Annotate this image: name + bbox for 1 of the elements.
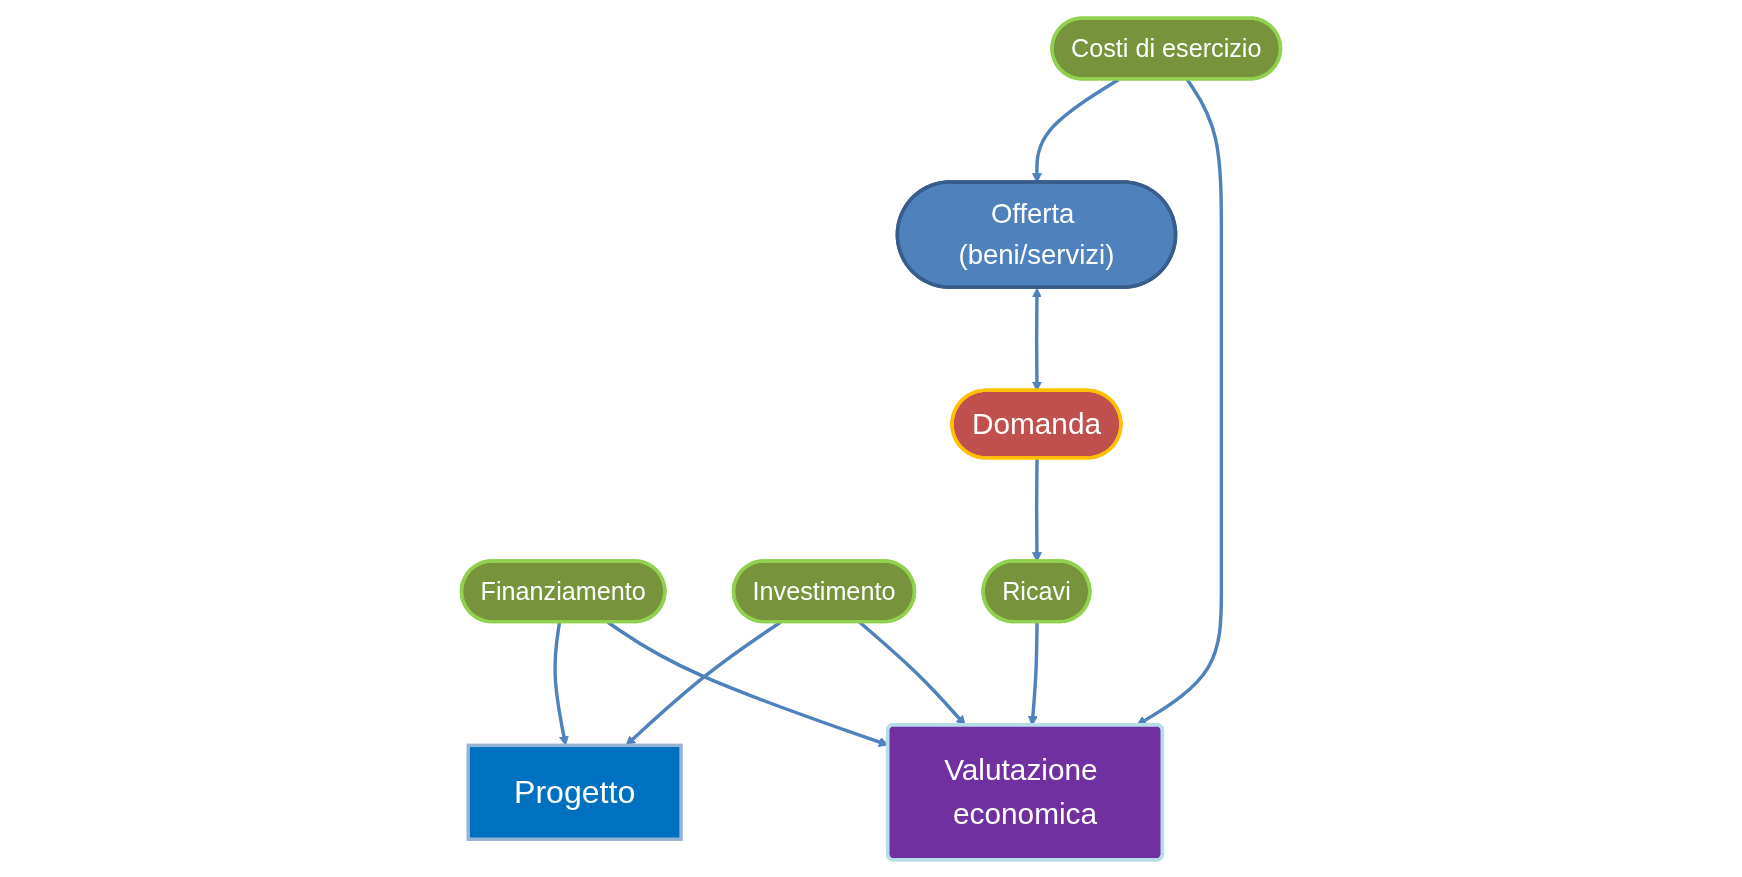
node-box: Progetto xyxy=(466,743,683,841)
